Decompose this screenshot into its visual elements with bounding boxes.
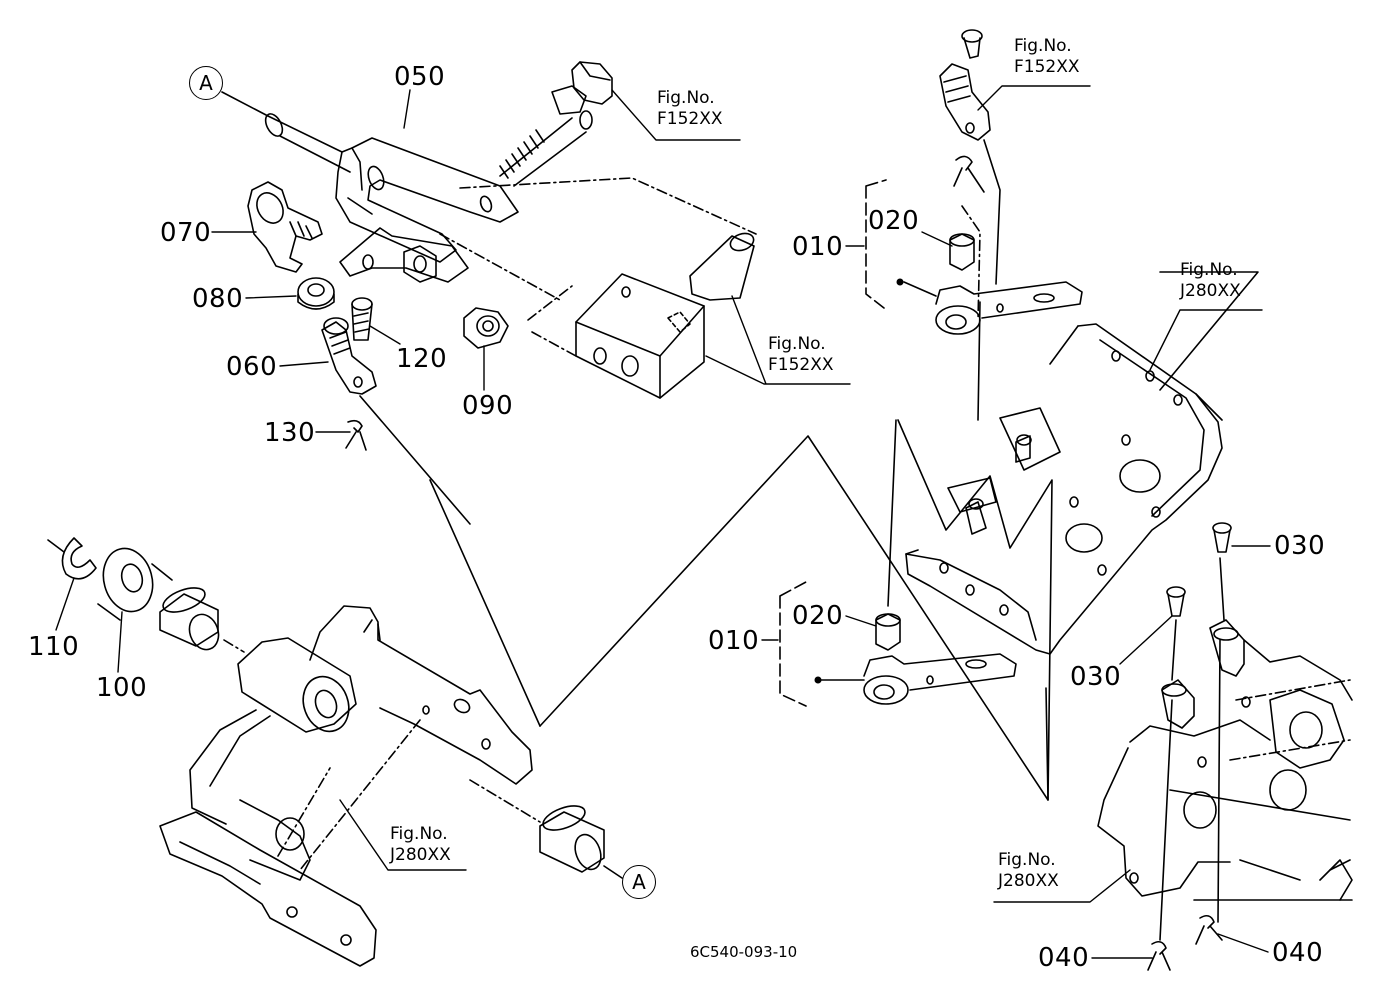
fig-ref-line1: Fig.No. (1180, 260, 1238, 280)
bushing-left-drawing (159, 587, 220, 651)
marker-a-bottom: A (622, 865, 656, 899)
part-label-020-upper[interactable]: 020 (868, 206, 920, 236)
part-label-010-upper[interactable]: 010 (792, 232, 844, 262)
diagram-code: 6C540-093-10 (690, 943, 798, 961)
fig-ref-line1: Fig.No. (657, 88, 715, 108)
fig-ref-line2: F152XX (768, 355, 834, 375)
block-drawing (439, 177, 757, 399)
connector-line (539, 435, 1049, 801)
fig-ref-j280xx-left[interactable]: Fig.No. J280XX (390, 824, 451, 866)
circlip-110-drawing (47, 537, 97, 580)
part-label-100[interactable]: 100 (96, 673, 148, 703)
elbow-fitting-070-drawing (247, 181, 323, 273)
shaft-050-drawing (221, 91, 519, 263)
fig-ref-line2: J280XX (998, 871, 1059, 891)
fig-ref-line1: Fig.No. (1014, 36, 1072, 56)
fig-ref-line2: J280XX (390, 845, 451, 865)
arm-upper-drawing (865, 179, 1083, 335)
part-label-030-right[interactable]: 030 (1274, 531, 1326, 561)
washer-100-drawing (97, 547, 173, 621)
fig-ref-j280xx-bottom[interactable]: Fig.No. J280XX (998, 850, 1059, 892)
part-label-020-lower[interactable]: 020 (792, 601, 844, 631)
rod-upper-right-drawing (939, 29, 1001, 421)
screws-030-drawing (1166, 522, 1232, 681)
part-label-070[interactable]: 070 (160, 218, 212, 248)
fig-ref-f152xx-right[interactable]: Fig.No. F152XX (1014, 36, 1080, 78)
bushing-right-drawing (469, 779, 623, 879)
part-label-050[interactable]: 050 (394, 62, 446, 92)
washer-080-drawing (297, 277, 335, 310)
fig-ref-line2: F152XX (657, 109, 723, 129)
fig-ref-line2: J280XX (1180, 281, 1241, 301)
main-plate-drawing (887, 271, 1259, 801)
part-label-010-lower[interactable]: 010 (708, 626, 760, 656)
part-label-040-right[interactable]: 040 (1272, 938, 1324, 968)
part-label-110[interactable]: 110 (28, 632, 80, 662)
valve-body-drawing (1097, 619, 1353, 941)
leader-lines (55, 85, 1271, 959)
part-label-040-left[interactable]: 040 (1038, 943, 1090, 973)
stud-060-drawing (321, 317, 541, 727)
part-label-030-mid[interactable]: 030 (1070, 662, 1122, 692)
fig-ref-f152xx-top[interactable]: Fig.No. F152XX (657, 88, 723, 130)
bolt-top-drawing (499, 61, 613, 187)
fig-ref-line1: Fig.No. (998, 850, 1056, 870)
fig-ref-line1: Fig.No. (768, 334, 826, 354)
part-label-130[interactable]: 130 (264, 418, 316, 448)
part-label-120[interactable]: 120 (396, 344, 448, 374)
cotter-pins-040-drawing (1147, 914, 1223, 971)
screw-120-drawing (351, 297, 373, 341)
fig-ref-f152xx-block[interactable]: Fig.No. F152XX (768, 334, 834, 376)
cotter-pin-130-drawing (345, 419, 367, 451)
fig-ref-line1: Fig.No. (390, 824, 448, 844)
part-label-060[interactable]: 060 (226, 352, 278, 382)
fig-ref-j280xx-right[interactable]: Fig.No. J280XX (1180, 260, 1241, 302)
pedal-lever-drawing (159, 605, 533, 967)
fig-ref-line2: F152XX (1014, 57, 1080, 77)
part-label-090[interactable]: 090 (462, 391, 514, 421)
nut-090-drawing (463, 307, 509, 349)
part-label-080[interactable]: 080 (192, 284, 244, 314)
arm-bracket-drawing (339, 227, 469, 283)
arm-lower-drawing (779, 581, 1017, 707)
reference-dots (814, 278, 904, 684)
marker-a-top: A (189, 66, 223, 100)
